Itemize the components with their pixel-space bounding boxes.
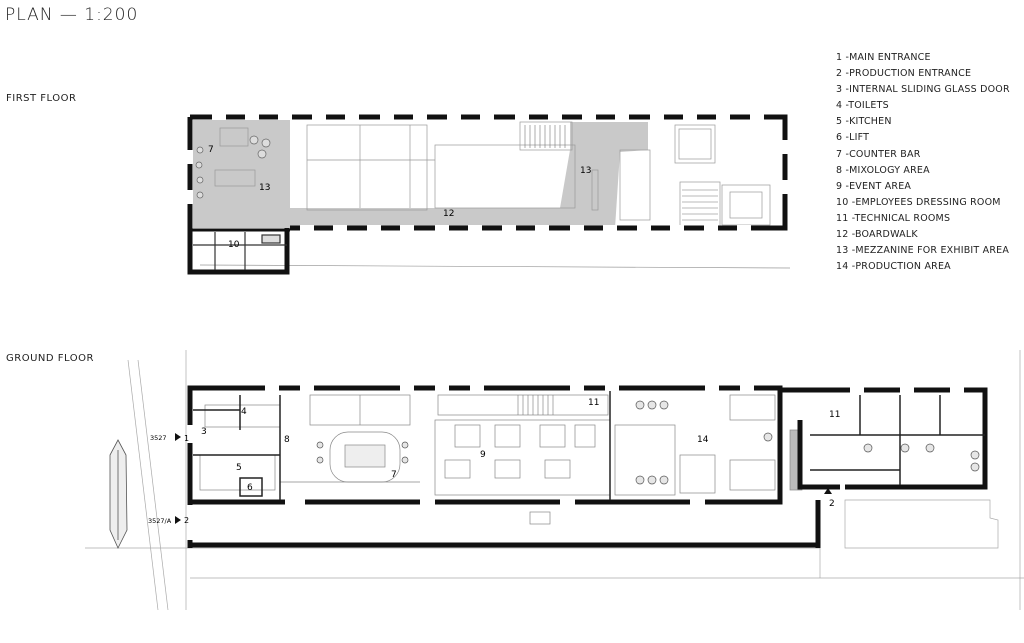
entrance-2-number: 2 bbox=[184, 516, 189, 525]
room-tag-5: 5 bbox=[236, 463, 242, 473]
room-tag-10: 10 bbox=[228, 240, 240, 250]
legend-item: 7 -COUNTER BAR bbox=[836, 148, 921, 160]
room-tag-11: 11 bbox=[829, 410, 840, 420]
legend-item: 12 -BOARDWALK bbox=[836, 229, 918, 241]
legend-item: 11 -TECHNICAL ROOMS bbox=[836, 212, 951, 224]
room-tag-13: 13 bbox=[259, 183, 270, 193]
legend-item: 10 -EMPLOYEES DRESSING ROOM bbox=[836, 196, 1001, 208]
legend-item: 5 -KITCHEN bbox=[836, 116, 892, 128]
room-tag-14: 14 bbox=[697, 435, 709, 445]
entrance-1-code: 3527 bbox=[150, 434, 167, 442]
entrance-2-code: 3527/A bbox=[148, 517, 172, 525]
legend-item: 13 -MEZZANINE FOR EXHIBIT AREA bbox=[836, 245, 1010, 257]
ground-floor-label: GROUND FLOOR bbox=[6, 353, 94, 364]
room-tag-4: 4 bbox=[241, 407, 247, 417]
room-tag-3: 3 bbox=[201, 427, 207, 437]
legend-item: 14 -PRODUCTION AREA bbox=[836, 261, 951, 273]
room-tag-13: 13 bbox=[580, 166, 591, 176]
legend-item: 4 -TOILETS bbox=[836, 100, 889, 112]
room-tag-12: 12 bbox=[443, 209, 454, 219]
legend-item: 8 -MIXOLOGY AREA bbox=[836, 164, 930, 176]
legend: 1 -MAIN ENTRANCE 2 -PRODUCTION ENTRANCE … bbox=[836, 50, 1010, 275]
legend-item: 1 -MAIN ENTRANCE bbox=[836, 52, 931, 63]
room-tag-9: 9 bbox=[480, 450, 486, 460]
first-floor-windows bbox=[187, 114, 788, 231]
legend-item: 9 -EVENT AREA bbox=[836, 180, 912, 192]
ground-floor-windows bbox=[187, 385, 964, 540]
room-tag-8: 8 bbox=[284, 435, 290, 445]
stair-lines bbox=[517, 395, 554, 415]
boat-icon bbox=[109, 439, 128, 549]
room-tag-7: 7 bbox=[208, 145, 214, 155]
legend-item: 3 -INTERNAL SLIDING GLASS DOOR bbox=[836, 84, 1010, 96]
ground-floor-partitions bbox=[193, 390, 985, 500]
ground-floor-furniture bbox=[316, 400, 980, 485]
stair-lines bbox=[524, 125, 718, 221]
legend-item: 6 -LIFT bbox=[836, 132, 870, 144]
ground-floor-walls bbox=[187, 385, 988, 548]
first-floor-interior bbox=[199, 121, 791, 269]
legend-item: 2 -PRODUCTION ENTRANCE bbox=[836, 68, 972, 80]
room-tag-2: 2 bbox=[829, 499, 835, 509]
first-floor-label: FIRST FLOOR bbox=[6, 93, 77, 104]
page-title: PLAN — 1:200 bbox=[5, 5, 139, 25]
entrance-1-number: 1 bbox=[184, 434, 189, 443]
quay-lines bbox=[85, 350, 1024, 611]
entrance-arrows bbox=[175, 433, 832, 524]
room-tag-11: 11 bbox=[588, 398, 599, 408]
room-tag-6: 6 bbox=[247, 483, 253, 493]
dressing-room bbox=[193, 232, 287, 270]
room-tag-7: 7 bbox=[391, 470, 397, 480]
first-floor-furniture bbox=[195, 135, 271, 199]
